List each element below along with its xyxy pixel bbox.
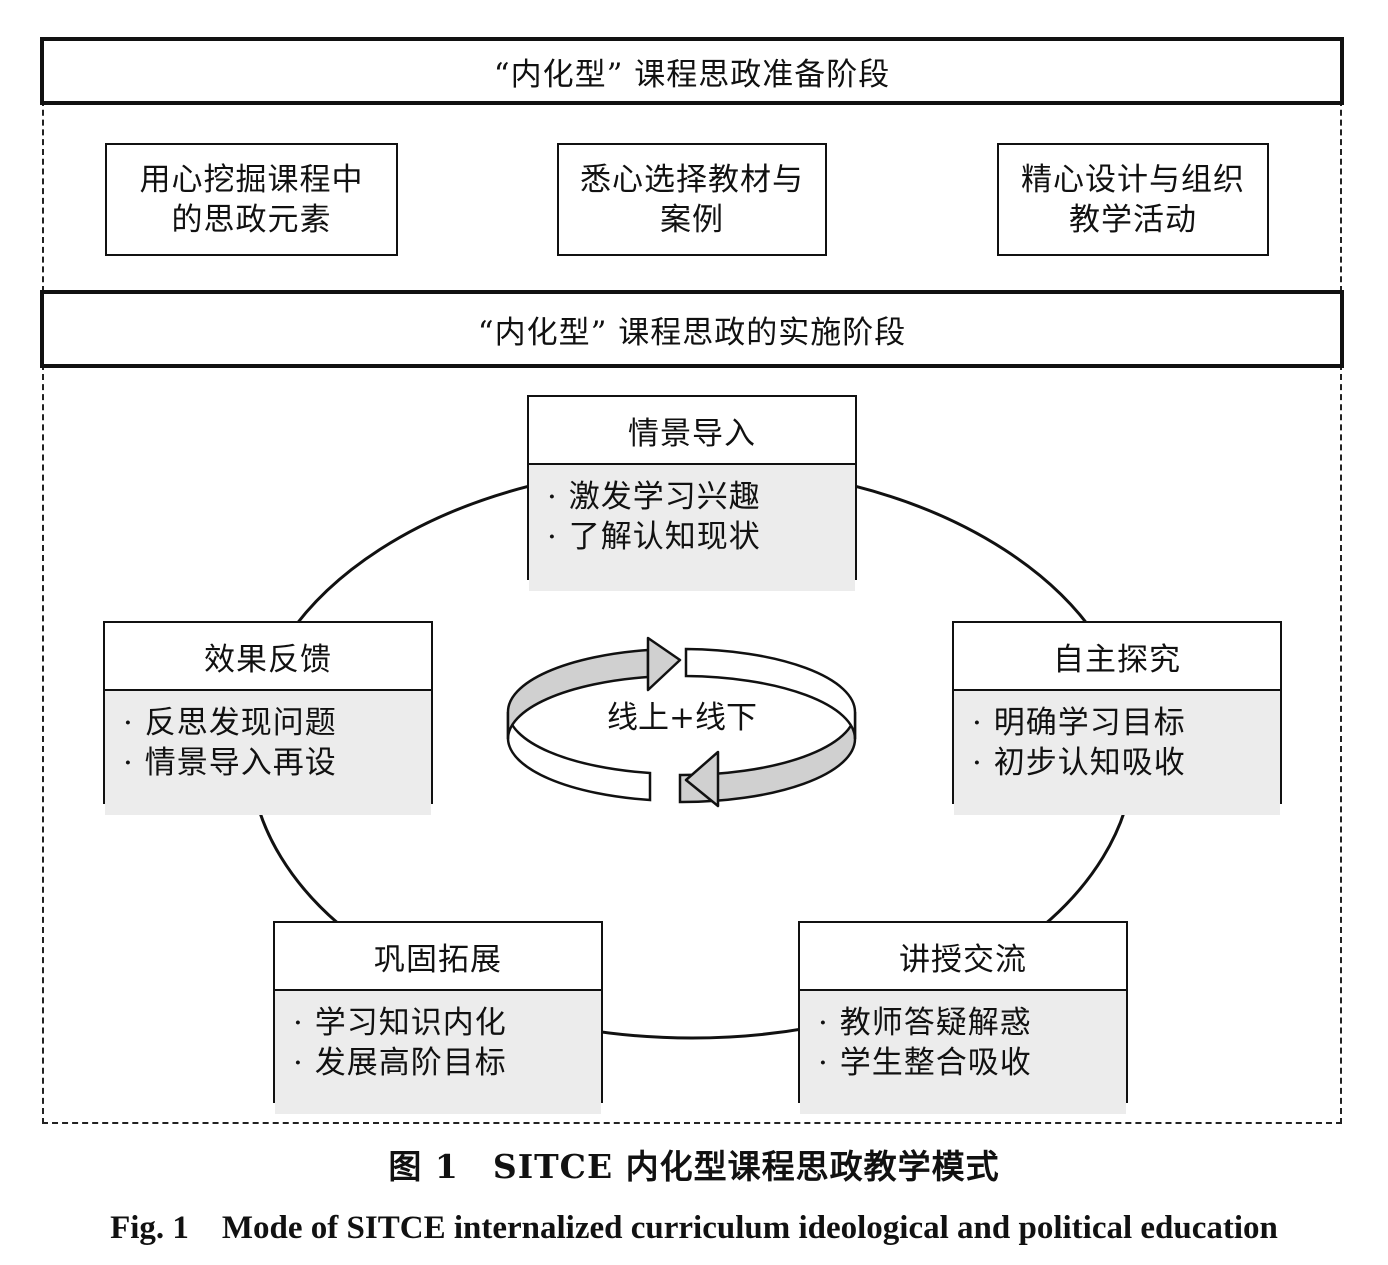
step-body: · 教师答疑解惑 · 学生整合吸收 (800, 991, 1126, 1114)
step-box-effect-feedback: 效果反馈 · 反思发现问题 · 情景导入再设 (103, 621, 433, 815)
prep-box-line: 案例 (660, 201, 724, 238)
ring-band-bottom-right (678, 711, 857, 804)
prep-box-line: 精心设计与组织 (1021, 161, 1245, 198)
cycle-arrow-bottom-icon (684, 750, 720, 808)
step-item: · 学习知识内化 (293, 1005, 507, 1041)
prep-box-mining: 用心挖掘课程中 的思政元素 (105, 143, 398, 256)
figure-caption-chinese: 图 1 SITCE 内化型课程思政教学模式 (388, 1147, 1000, 1186)
step-item: · 了解认知现状 (547, 519, 761, 555)
step-item: · 反思发现问题 (123, 705, 337, 741)
ring-band-top-right (684, 647, 857, 740)
step-item: · 初步认知吸收 (972, 745, 1186, 781)
step-box-independent-inquiry: 自主探究 · 明确学习目标 · 初步认知吸收 (952, 621, 1282, 815)
ring-band-bottom-left (506, 711, 652, 802)
impl-stage-title: “内化型” 课程思政的实施阶段 (40, 290, 1344, 368)
prep-box-line: 的思政元素 (171, 201, 332, 238)
cycle-arrow-top-icon (646, 636, 682, 692)
prep-box-line: 教学活动 (1069, 201, 1197, 238)
prep-box-line: 悉心选择教材与 (580, 161, 804, 198)
step-title: 巩固拓展 (275, 923, 601, 991)
prep-box-line: 用心挖掘课程中 (139, 161, 364, 198)
step-item: · 情景导入再设 (123, 745, 337, 781)
step-title: 自主探究 (954, 623, 1280, 691)
step-item: · 教师答疑解惑 (818, 1005, 1032, 1041)
step-box-lecture-exchange: 讲授交流 · 教师答疑解惑 · 学生整合吸收 (798, 921, 1128, 1114)
center-label-online-offline: 线上+线下 (607, 700, 757, 736)
step-item: · 发展高阶目标 (293, 1045, 507, 1081)
step-item: · 明确学习目标 (972, 705, 1186, 741)
step-body: · 明确学习目标 · 初步认知吸收 (954, 691, 1280, 815)
step-body: · 激发学习兴趣 · 了解认知现状 (529, 465, 855, 591)
step-item: · 激发学习兴趣 (547, 479, 761, 515)
prep-stage-title: “内化型” 课程思政准备阶段 (40, 37, 1344, 105)
step-item: · 学生整合吸收 (818, 1045, 1032, 1081)
prep-box-materials: 悉心选择教材与 案例 (557, 143, 827, 256)
step-box-scenario-intro: 情景导入 · 激发学习兴趣 · 了解认知现状 (527, 395, 857, 591)
prep-box-activities: 精心设计与组织 教学活动 (997, 143, 1269, 256)
prep-stage-frame (42, 100, 1342, 292)
step-body: · 学习知识内化 · 发展高阶目标 (275, 991, 601, 1114)
impl-stage-frame (42, 364, 1342, 1124)
step-title: 情景导入 (529, 397, 855, 465)
step-box-consolidate-expand: 巩固拓展 · 学习知识内化 · 发展高阶目标 (273, 921, 603, 1114)
step-body: · 反思发现问题 · 情景导入再设 (105, 691, 431, 815)
figure-caption-english: Fig. 1 Mode of SITCE internalized curric… (110, 1210, 1278, 1246)
step-title: 效果反馈 (105, 623, 431, 691)
step-title: 讲授交流 (800, 923, 1126, 991)
